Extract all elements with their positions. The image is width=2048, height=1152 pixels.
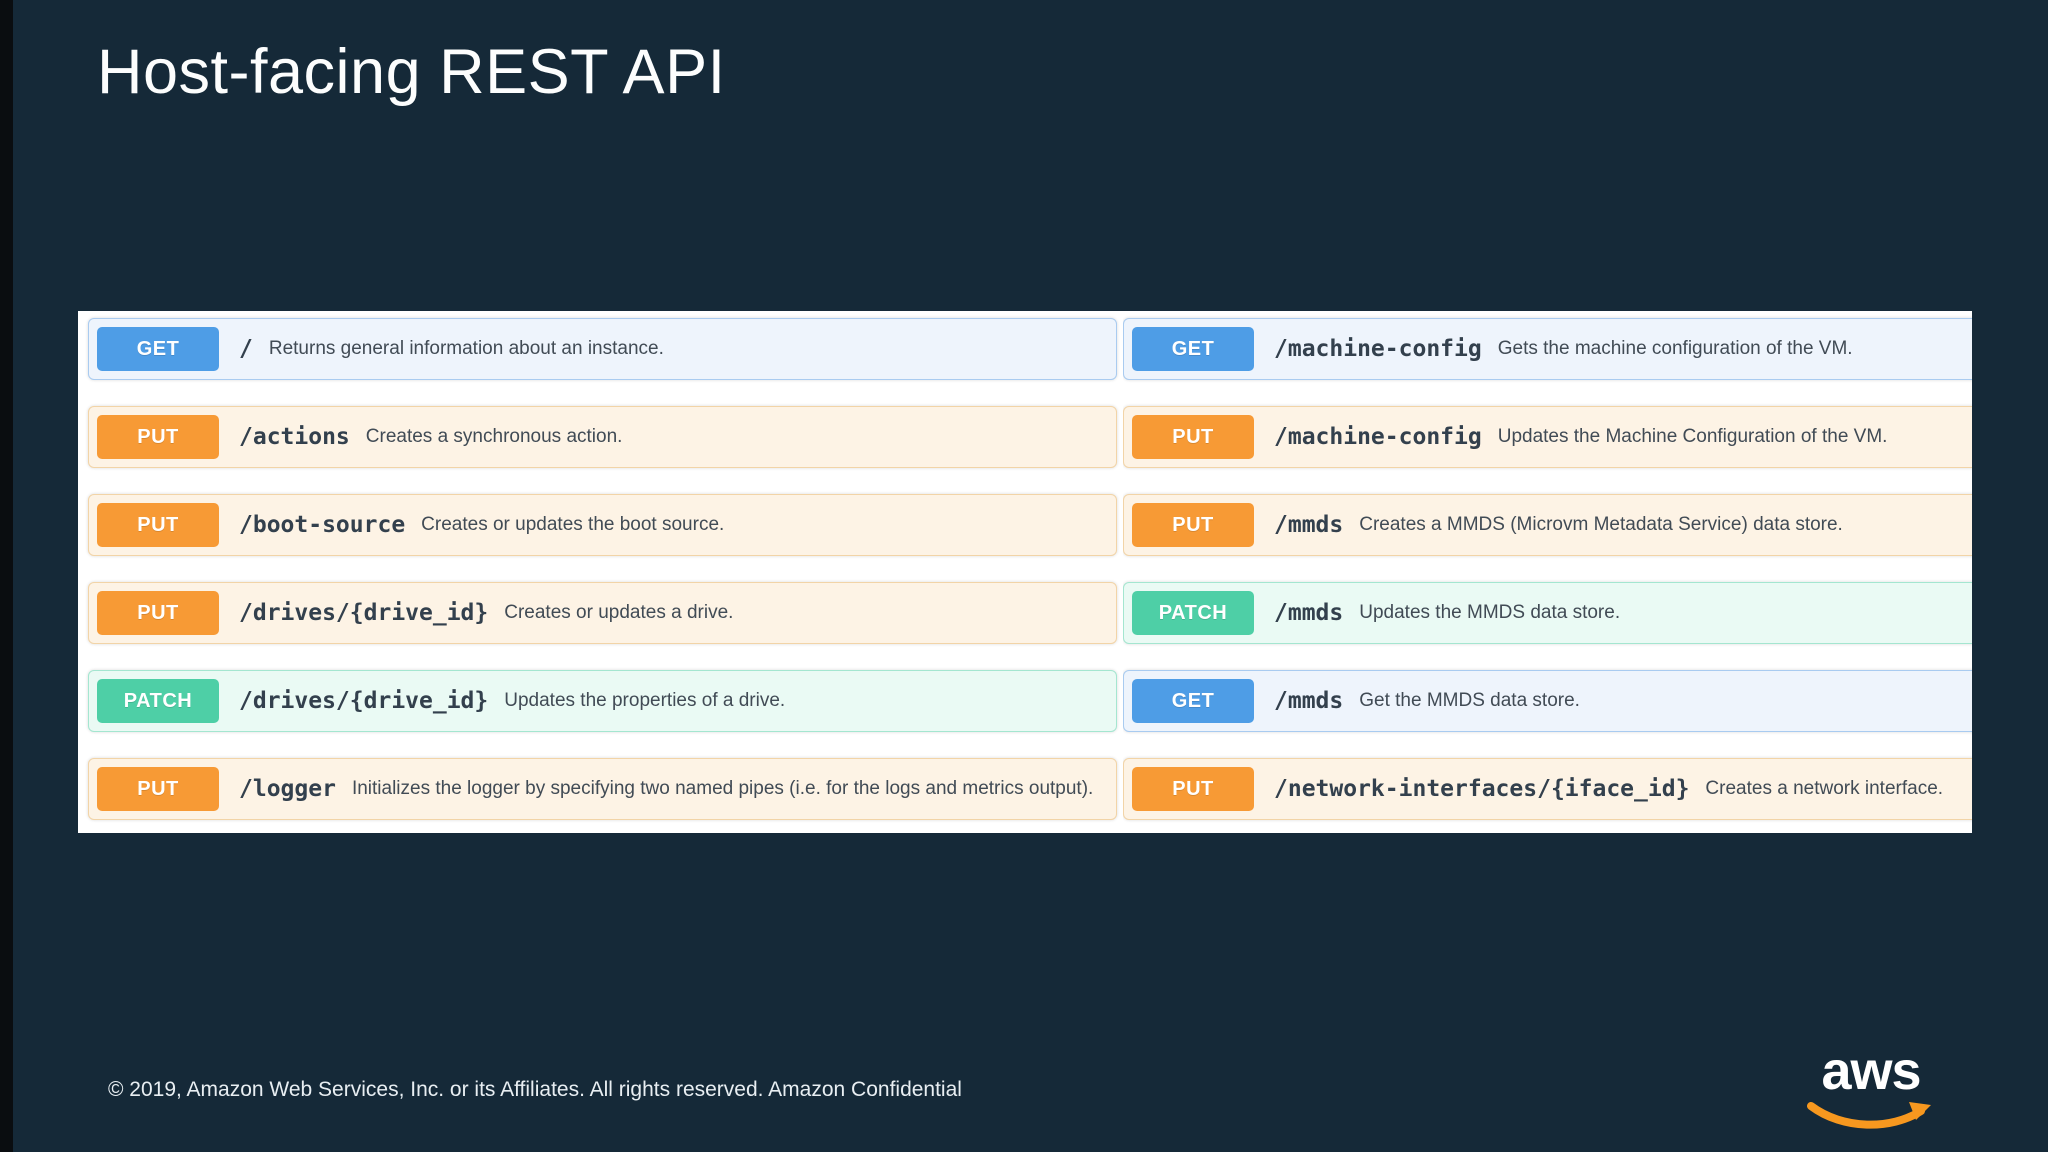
endpoint-description: Get the MMDS data store.: [1359, 690, 1580, 711]
endpoint-path: /machine-config: [1274, 424, 1482, 450]
endpoint-path: /drives/{drive_id}: [239, 600, 489, 626]
aws-logo: aws: [1806, 1044, 1936, 1134]
endpoint-path: /actions: [239, 424, 350, 450]
left-edge-strip: [0, 0, 13, 1152]
endpoint-path: /drives/{drive_id}: [239, 688, 489, 714]
copyright-footer: © 2019, Amazon Web Services, Inc. or its…: [108, 1078, 962, 1101]
method-badge: PATCH: [1132, 591, 1254, 635]
api-row: GET / Returns general information about an…: [88, 318, 1117, 380]
endpoint-path: /mmds: [1274, 600, 1344, 626]
endpoint-description: Returns general information about an ins…: [268, 338, 664, 359]
endpoint-path: /logger: [239, 776, 336, 802]
method-badge: GET: [1132, 327, 1254, 371]
api-row: PUT/machine-config Updates the Machine Co…: [1123, 406, 1972, 468]
endpoint-path: /network-interfaces/{iface_id}: [1274, 776, 1690, 802]
endpoint-description: Creates or updates a drive.: [504, 602, 734, 623]
api-row: PUT/network-interfaces/{iface_id} Creates…: [1123, 758, 1972, 820]
api-row: PATCH/drives/{drive_id} Updates the prope…: [88, 670, 1117, 732]
endpoint-path: /machine-config: [1274, 336, 1482, 362]
method-badge: PUT: [97, 415, 219, 459]
aws-logo-text: aws: [1821, 1041, 1921, 1101]
endpoint-description: Updates the properties of a drive.: [504, 690, 786, 711]
method-badge: GET: [1132, 679, 1254, 723]
method-badge: GET: [97, 327, 219, 371]
endpoint-path: /mmds: [1274, 688, 1344, 714]
method-badge: PUT: [97, 767, 219, 811]
api-row: PUT/logger Initializes the logger by spec…: [88, 758, 1117, 820]
api-endpoints-panel: GET / Returns general information about an…: [78, 311, 1972, 833]
endpoint-description: Updates the Machine Configuration of the…: [1497, 426, 1888, 447]
endpoint-description: Creates or updates the boot source.: [421, 514, 725, 535]
aws-smile-icon: [1807, 1102, 1931, 1129]
method-badge: PATCH: [97, 679, 219, 723]
method-badge: PUT: [97, 503, 219, 547]
endpoint-path: /mmds: [1274, 512, 1344, 538]
endpoint-description: Creates a network interface.: [1705, 778, 1944, 799]
endpoint-path: /: [239, 336, 253, 362]
method-badge: PUT: [1132, 503, 1254, 547]
api-row: PATCH/mmds Updates the MMDS data store.: [1123, 582, 1972, 644]
api-row: PUT/boot-source Creates or updates the bo…: [88, 494, 1117, 556]
page-title: Host-facing REST API: [97, 37, 726, 107]
api-row: GET/machine-config Gets the machine confi…: [1123, 318, 1972, 380]
api-row: GET/mmds Get the MMDS data store.: [1123, 670, 1972, 732]
endpoint-description: Creates a MMDS (Microvm Metadata Service…: [1359, 514, 1843, 535]
api-row: PUT/actions Creates a synchronous action.: [88, 406, 1117, 468]
method-badge: PUT: [1132, 767, 1254, 811]
endpoint-description: Creates a synchronous action.: [365, 426, 623, 447]
method-badge: PUT: [97, 591, 219, 635]
api-row: PUT/mmds Creates a MMDS (Microvm Metadata…: [1123, 494, 1972, 556]
api-row: PUT/drives/{drive_id} Creates or updates …: [88, 582, 1117, 644]
endpoint-description: Gets the machine configuration of the VM…: [1497, 338, 1853, 359]
endpoint-description: Updates the MMDS data store.: [1359, 602, 1621, 623]
endpoint-path: /boot-source: [239, 512, 406, 538]
endpoint-description: Initializes the logger by specifying two…: [351, 778, 1094, 799]
method-badge: PUT: [1132, 415, 1254, 459]
api-column-left: GET / Returns general information about an…: [88, 311, 1117, 833]
api-column-right: GET/machine-config Gets the machine confi…: [1123, 311, 1972, 833]
